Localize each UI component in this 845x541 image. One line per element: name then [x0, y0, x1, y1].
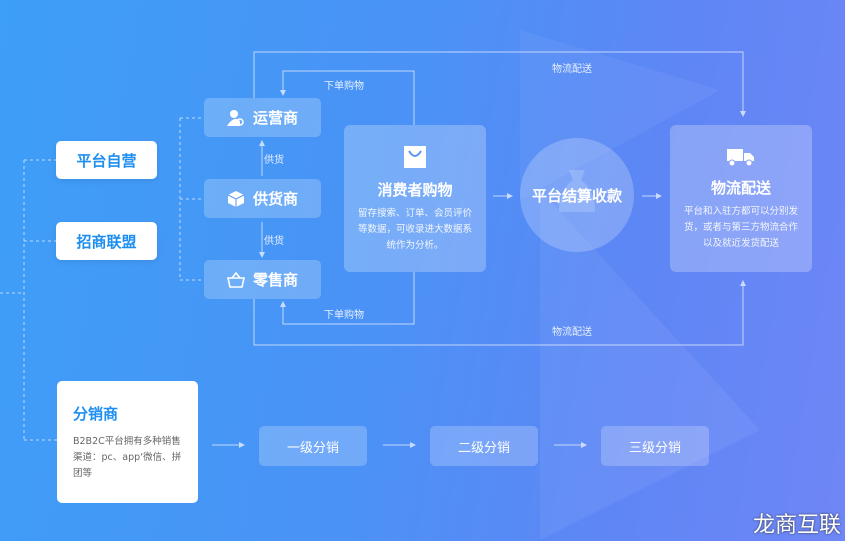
settlement-circle: 平台结算收款 — [520, 138, 634, 252]
logistics-desc: 平台和入驻方都可以分别发货，或者与第三方物流合作以及就近发货配送 — [683, 206, 798, 249]
level-label: 三级分销 — [628, 440, 681, 456]
level-2-box: 二级分销 — [430, 426, 538, 466]
merchant-alliance-label: 招商联盟 — [76, 232, 137, 251]
self-operated-label: 平台自营 — [76, 151, 137, 170]
consumer-desc: 留存搜索、订单、会员评价等数据，可收录进大数据系统作为分析。 — [357, 208, 472, 251]
logistics-card: 物流配送 平台和入驻方都可以分别发货，或者与第三方物流合作以及就近发货配送 — [670, 125, 812, 272]
level-label: 一级分销 — [286, 440, 339, 456]
settlement-title: 平台结算收款 — [531, 186, 622, 205]
supplier-box: 供货商 — [204, 179, 321, 218]
consumer-card: 消费者购物 留存搜索、订单、会员评价等数据，可收录进大数据系统作为分析。 — [344, 125, 486, 272]
retailer-label: 零售商 — [252, 271, 298, 289]
self-operated-box: 平台自营 — [56, 141, 157, 179]
distributor-card: 分销商 B2B2C平台拥有多种销售渠道：pc、app‘微信、拼团等 — [57, 381, 198, 503]
level-label: 二级分销 — [457, 440, 510, 456]
retailer-box: 零售商 — [204, 260, 321, 299]
supplier-label: 供货商 — [252, 190, 298, 208]
logistics-label-top: 物流配送 — [552, 64, 592, 75]
supply-label: 供货 — [264, 155, 284, 166]
shopping-bag-icon — [344, 145, 486, 173]
merchant-alliance-box: 招商联盟 — [56, 222, 157, 260]
money-bag-icon — [559, 170, 595, 212]
truck-icon — [670, 147, 812, 171]
box-icon — [227, 190, 245, 208]
order-label-bottom: 下单购物 — [324, 310, 364, 321]
operator-label: 运营商 — [252, 109, 298, 127]
distributor-desc: B2B2C平台拥有多种销售渠道：pc、app‘微信、拼团等 — [73, 436, 182, 479]
consumer-title: 消费者购物 — [377, 181, 453, 199]
operator-box: 运营商 — [204, 98, 321, 137]
supply-label: 供货 — [264, 236, 284, 247]
order-label-top: 下单购物 — [324, 81, 364, 92]
level-3-box: 三级分销 — [601, 426, 709, 466]
logistics-label-bottom: 物流配送 — [552, 327, 592, 338]
basket-icon — [226, 271, 245, 289]
distributor-title: 分销商 — [73, 405, 119, 423]
user-search-icon — [226, 109, 245, 127]
watermark: 龙商互联 — [752, 513, 841, 538]
level-1-box: 一级分销 — [259, 426, 367, 466]
logistics-title: 物流配送 — [710, 179, 771, 197]
